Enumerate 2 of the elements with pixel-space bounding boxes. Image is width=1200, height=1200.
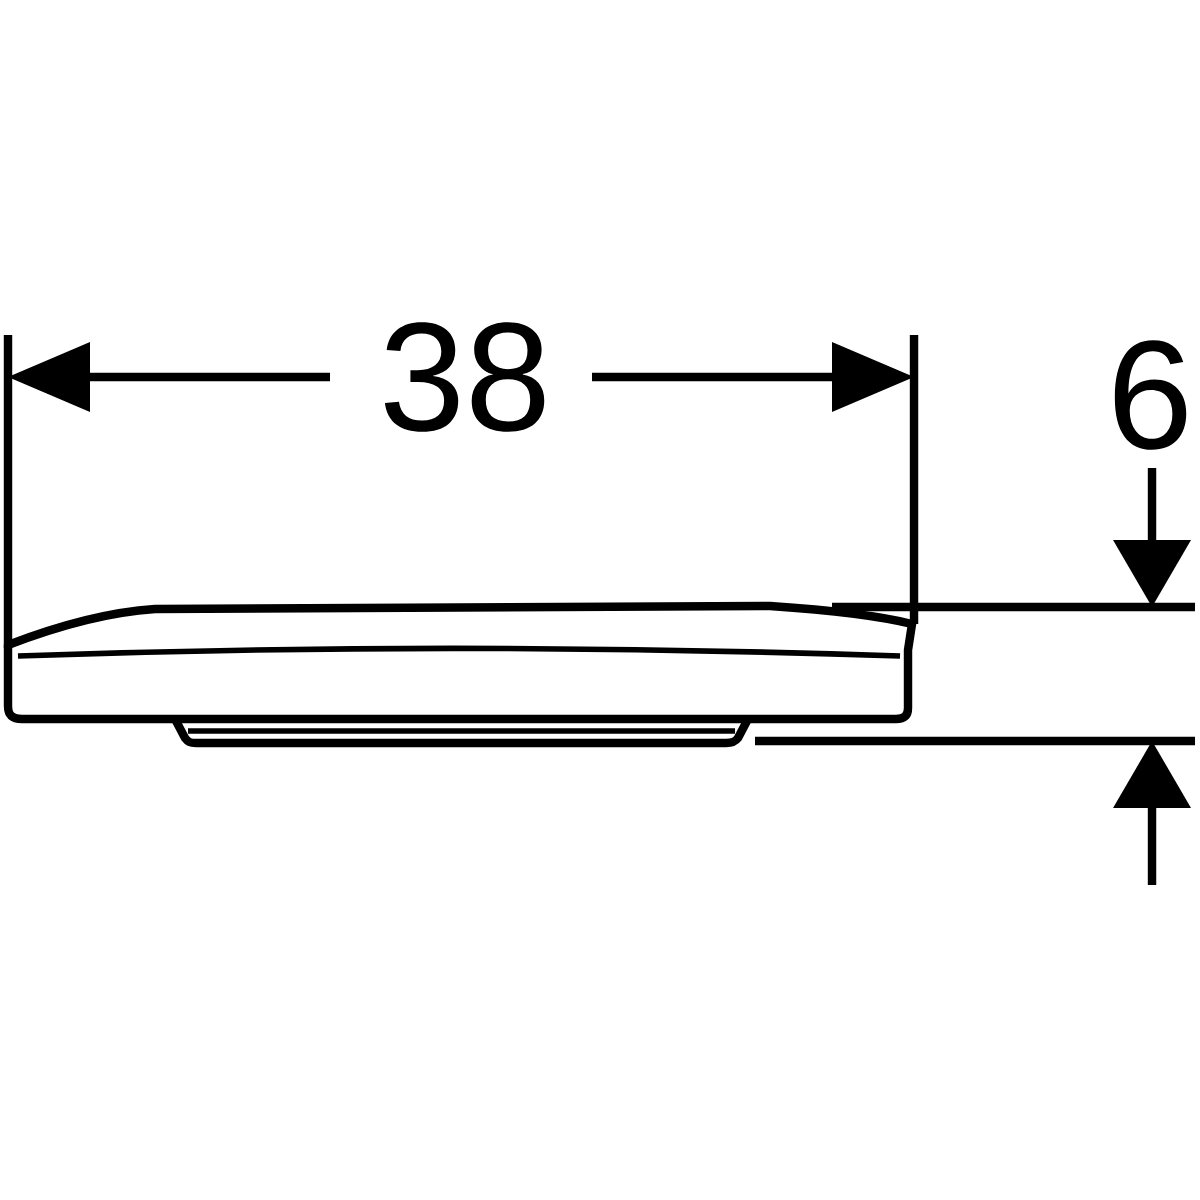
dimension-label: 6	[1114, 340, 1187, 450]
dimension-label: 38	[384, 322, 545, 432]
